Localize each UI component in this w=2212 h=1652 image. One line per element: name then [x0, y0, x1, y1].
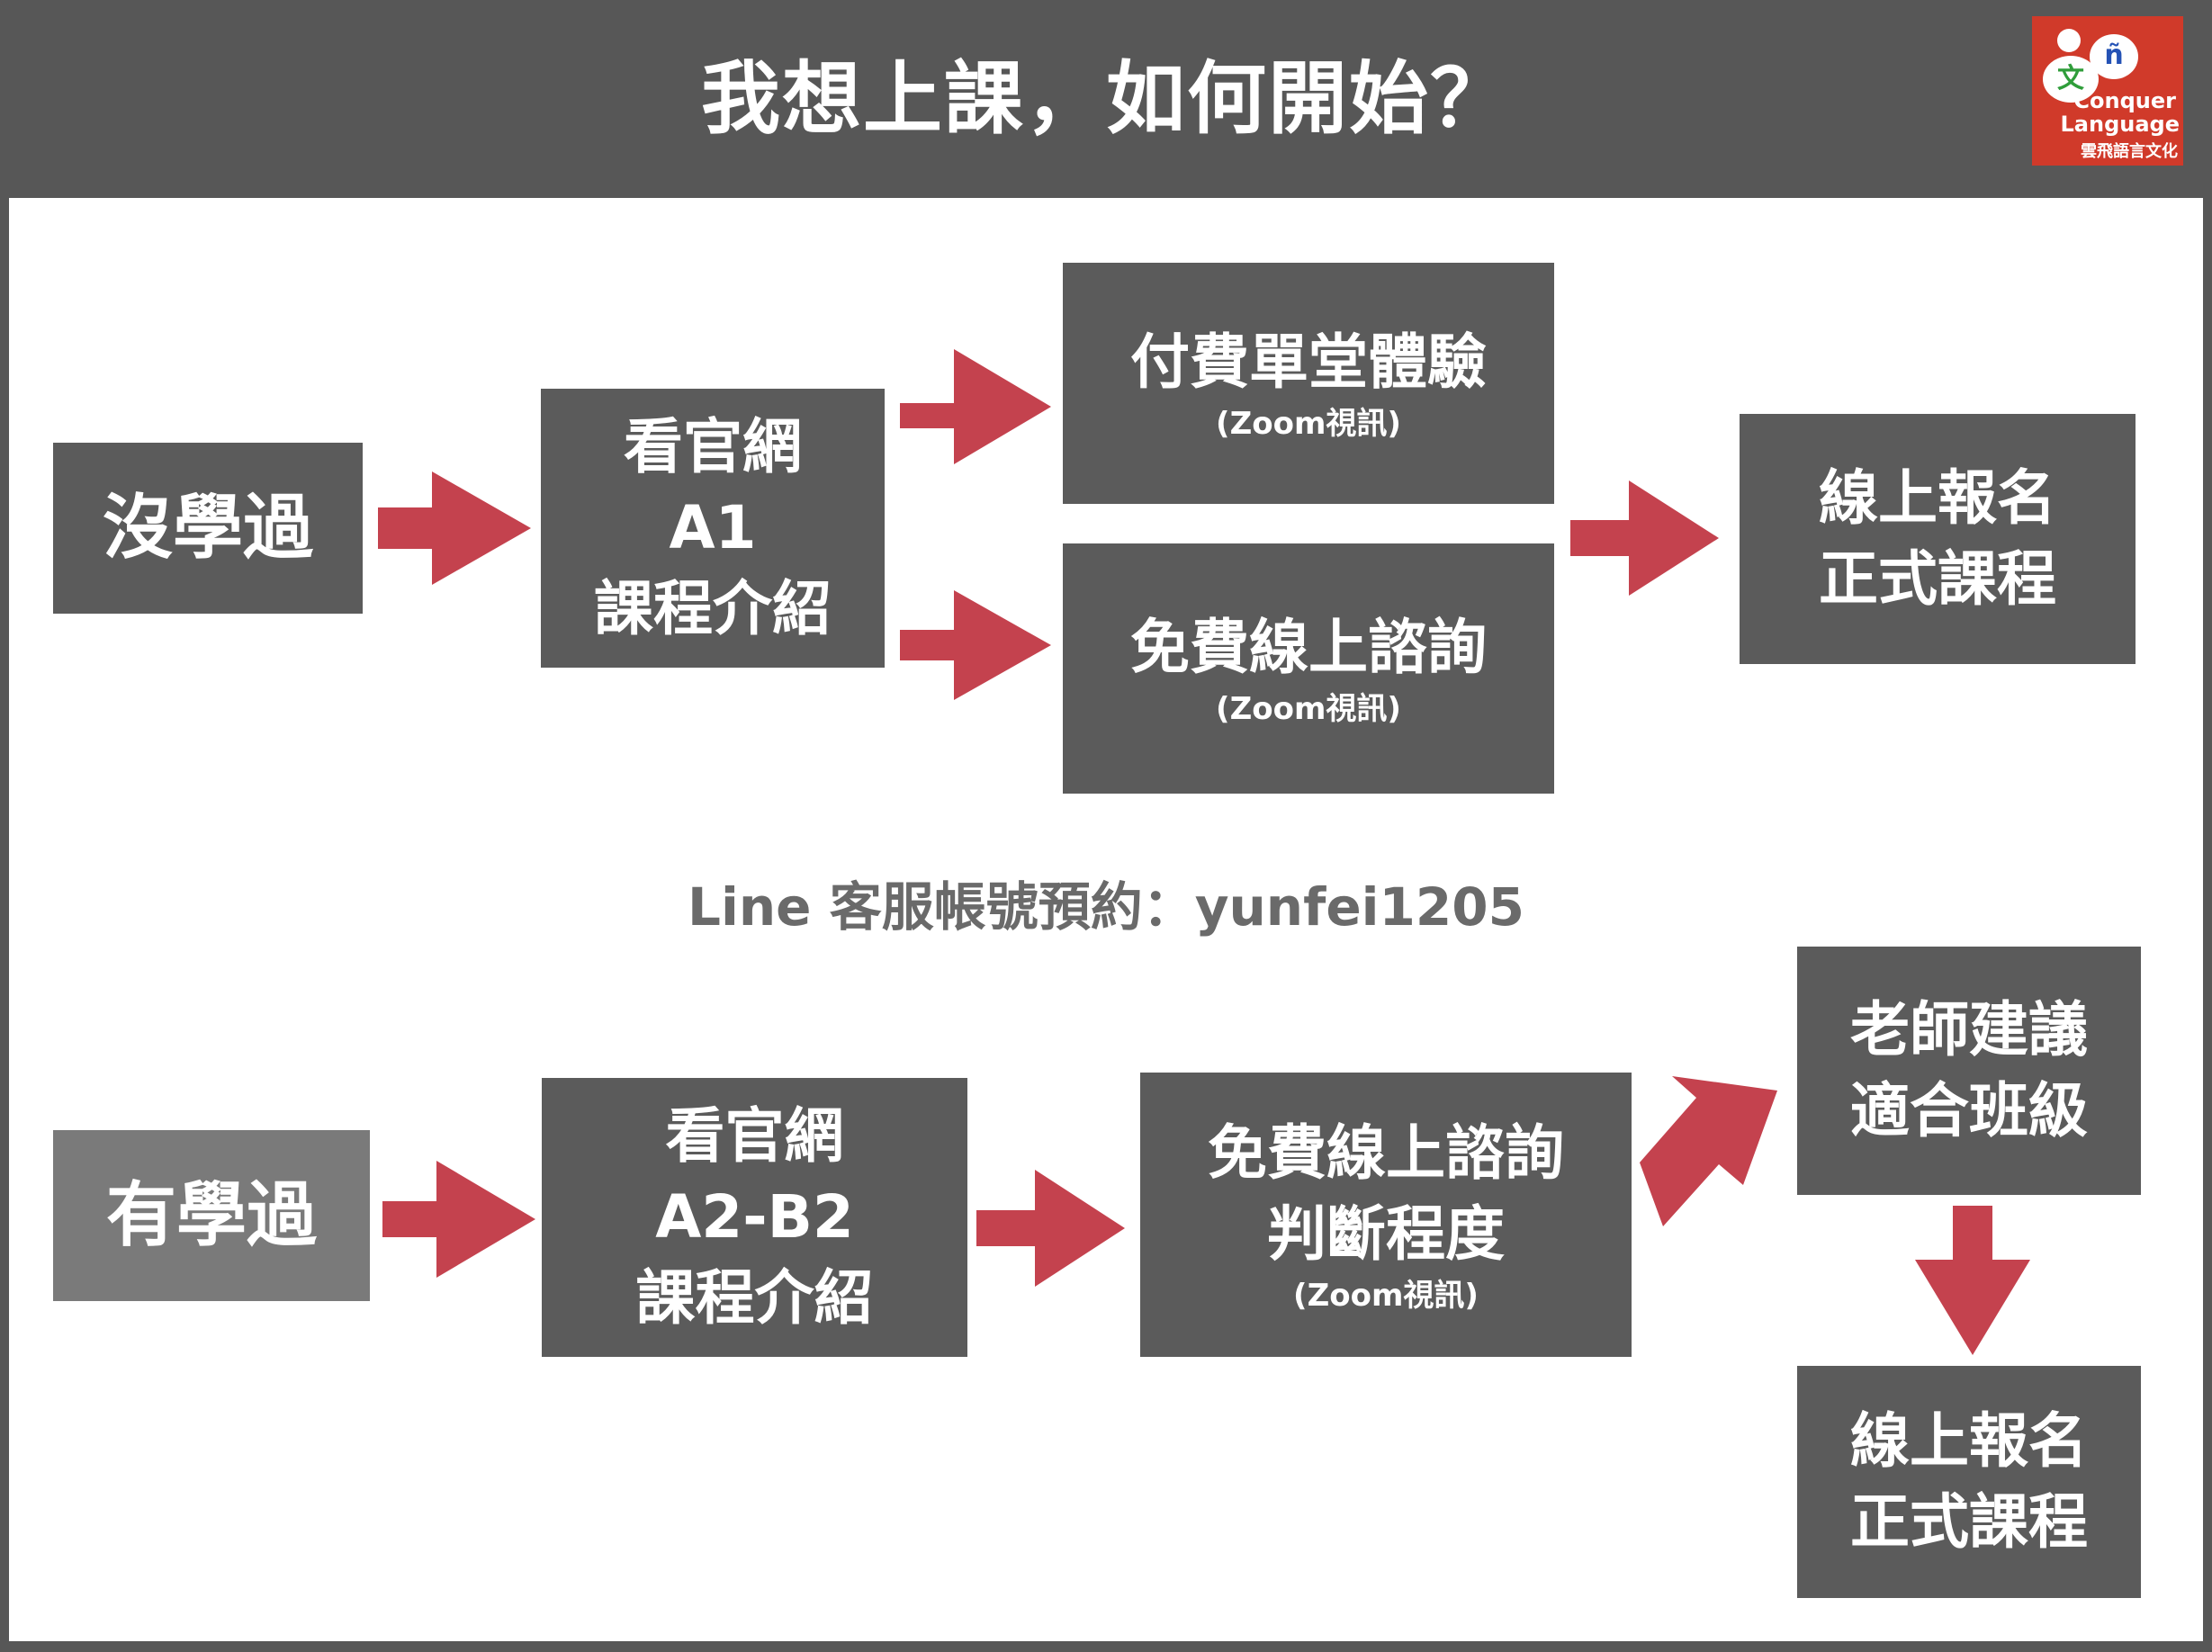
register2-line1: 線上報名 — [1850, 1406, 2088, 1476]
arrow-consult-to-advice — [1640, 1076, 1777, 1226]
level-consult-line2: 判斷程度 — [1267, 1199, 1505, 1269]
logo-brand-zh: 雲飛語言文化 — [2081, 142, 2178, 161]
level-consult-note: (Zoom視訊) — [1293, 1278, 1479, 1314]
start-no-experience: 沒學過 — [53, 443, 363, 614]
arrow-a2b2-to-consult — [976, 1170, 1125, 1287]
free-consult-note: (Zoom視訊) — [1216, 691, 1401, 727]
start-no-experience-label: 沒學過 — [102, 488, 313, 569]
paid-trial-title: 付費單堂體驗 — [1130, 328, 1487, 397]
logo-brand-line2: Language — [2060, 112, 2181, 137]
arrow-start2-to-a2b2 — [382, 1161, 535, 1278]
option-free-consult: 免費線上諮詢 (Zoom視訊) — [1063, 543, 1554, 794]
step-a2b2-line2: A2-B2 — [655, 1182, 854, 1252]
option-paid-trial: 付費單堂體驗 (Zoom視訊) — [1063, 263, 1554, 504]
free-consult-title: 免費線上諮詢 — [1130, 613, 1487, 682]
register2-line2: 正式課程 — [1850, 1487, 2088, 1557]
register-formal-course: 線上報名 正式課程 — [1740, 414, 2136, 664]
register-formal-course-2: 線上報名 正式課程 — [1797, 1366, 2141, 1598]
page-title: 我想上課，如何開始？ — [700, 52, 1511, 145]
step-a1-line2: A1 — [669, 493, 757, 562]
teacher-advice-line1: 老師建議 — [1850, 995, 2088, 1064]
register-line2: 正式課程 — [1819, 544, 2056, 614]
logo-bubble-small — [2057, 29, 2081, 52]
teacher-advice: 老師建議 適合班級 — [1797, 947, 2141, 1195]
logo-glyph-wen: 文 — [2057, 63, 2084, 94]
register-line1: 線上報名 — [1819, 463, 2056, 533]
level-consult-line1: 免費線上諮詢 — [1208, 1118, 1564, 1188]
step-a2b2-course-intro: 看官網 A2-B2 課程介紹 — [542, 1078, 967, 1357]
teacher-advice-line2: 適合班級 — [1850, 1076, 2088, 1145]
start-has-experience: 有學過 — [53, 1130, 370, 1301]
line-contact-text: Line 客服帳號預約：yunfei1205 — [688, 876, 1524, 938]
free-consult-level-check: 免費線上諮詢 判斷程度 (Zoom視訊) — [1140, 1073, 1632, 1357]
logo-bubble-right — [2090, 34, 2138, 79]
step-a1-course-intro: 看官網 A1 課程介紹 — [541, 389, 885, 668]
step-a1-line3: 課程介紹 — [594, 574, 832, 643]
step-a1-line1: 看官網 — [624, 412, 802, 481]
arrow-start-to-a1 — [378, 471, 531, 585]
arrow-a1-to-trial — [900, 349, 1051, 464]
logo-bubble-left — [2043, 56, 2099, 103]
arrow-to-register — [1570, 480, 1719, 596]
start-has-experience-label: 有學過 — [105, 1175, 317, 1256]
logo-brand-line1: Conquer — [2073, 88, 2176, 113]
arrow-a1-to-consult — [900, 590, 1051, 700]
step-a2b2-line1: 看官網 — [665, 1101, 844, 1171]
step-a2b2-line3: 課程介紹 — [635, 1263, 874, 1333]
conquer-language-logo: 文 ñ Conquer Language 雲飛語言文化 — [2032, 16, 2183, 166]
flow-arrows — [378, 349, 2030, 1355]
logo-glyph-enye: ñ — [2104, 40, 2124, 71]
flowchart-canvas: 沒學過 看官網 A1 課程介紹 付費單堂體驗 (Zoom視訊) 免費線上諮詢 (… — [9, 198, 2203, 1641]
header-bar: 我想上課，如何開始？ 文 ñ Conquer Language 雲飛語言文化 — [0, 0, 2212, 198]
paid-trial-note: (Zoom視訊) — [1216, 406, 1401, 442]
arrow-advice-to-register — [1915, 1206, 2030, 1355]
